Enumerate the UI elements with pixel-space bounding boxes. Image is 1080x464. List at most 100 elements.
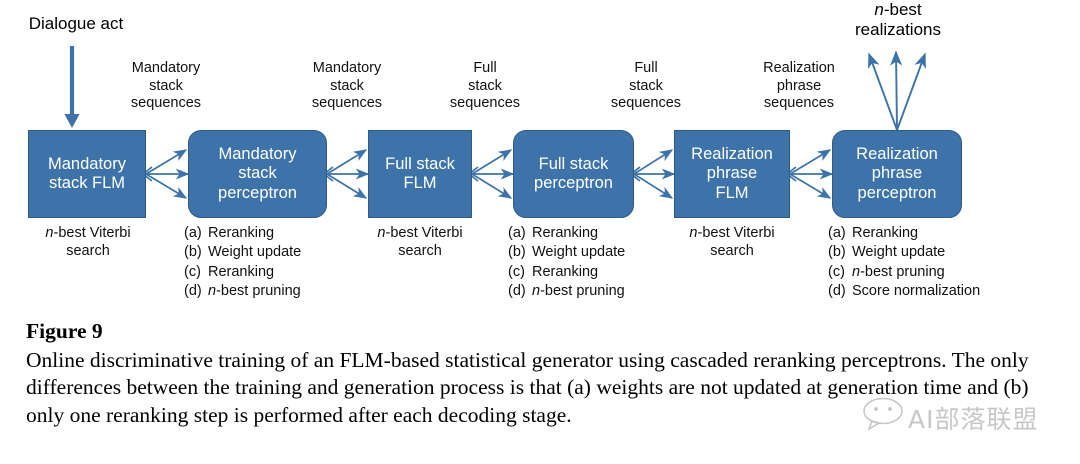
node-line-2: stack (238, 164, 277, 183)
step-marker: (a) (184, 225, 202, 241)
step-marker: (b) (828, 244, 846, 261)
step-text: n-best pruning (208, 283, 301, 300)
step-item: (b) Weight update (184, 243, 301, 262)
step-marker: (d) (184, 283, 202, 300)
flow-label-3-line2: stack (468, 77, 502, 94)
flow-label-2: Mandatory stack sequences (281, 60, 413, 113)
node-full-stack-flm[interactable]: Full stack FLM (368, 130, 472, 218)
node-full-stack-perceptron-label: Full stack perceptron (534, 155, 613, 193)
step-item: (d) Score normalization (828, 282, 980, 301)
step-text: Score normalization (852, 283, 981, 300)
node-realization-phrase-perceptron[interactable]: Realization phrase perceptron (832, 130, 962, 218)
flm-caption-2-line1: n-best Viterbi (377, 225, 463, 241)
step-text: Weight update (532, 244, 626, 261)
flm-caption-1-line1: n-best Viterbi (45, 225, 131, 241)
step-text: Weight update (852, 244, 946, 261)
flm-caption-1-line2: search (66, 243, 110, 260)
step-text: Reranking (532, 225, 599, 241)
flow-label-3-line1: Full (473, 60, 497, 76)
node-mandatory-stack-perceptron[interactable]: Mandatory stack perceptron (188, 130, 327, 218)
step-item: (c) Reranking (508, 263, 625, 282)
steps-mandatory-stack-perceptron: (a) Reranking (b) Weight update (c) Reranking… (184, 224, 301, 302)
node-line-1: Full stack (538, 154, 609, 173)
figure-caption: Figure 9 Online discriminative training … (26, 318, 1066, 429)
step-item: (d) n-best pruning (508, 282, 625, 301)
flow-label-5-line1: Realization (763, 60, 835, 76)
node-realization-phrase-perceptron-label: Realization phrase perceptron (856, 145, 938, 202)
step-text: Reranking (852, 225, 919, 241)
output-fan-arrows (868, 50, 926, 131)
step-marker: (c) (184, 263, 201, 280)
step-marker: (b) (184, 244, 202, 261)
step-marker: (d) (828, 283, 846, 300)
figure-number: Figure 9 (26, 319, 103, 343)
node-line-1: Mandatory (48, 154, 126, 173)
step-text: Reranking (532, 263, 599, 280)
step-text: Reranking (208, 263, 275, 280)
step-text: Reranking (208, 225, 275, 241)
flow-label-3: Full stack sequences (419, 60, 551, 113)
node-mandatory-stack-flm-label: Mandatory stack FLM (48, 155, 126, 193)
node-full-stack-flm-label: Full stack FLM (385, 155, 455, 193)
flow-label-4-line3: sequences (610, 95, 682, 112)
node-realization-phrase-flm[interactable]: Realization phrase FLM (674, 130, 790, 218)
step-text: Weight update (208, 244, 302, 261)
flm-caption-3: n-best Viterbi search (658, 224, 806, 260)
flow-label-2-line3: sequences (311, 95, 383, 112)
flm-caption-3-line2: search (710, 243, 754, 260)
output-label: n-best realizations (818, 0, 978, 41)
node-line-2: phrase (706, 164, 758, 183)
flow-label-1: Mandatory stack sequences (100, 60, 232, 113)
step-item: (c) n-best pruning (828, 263, 980, 282)
steps-full-stack-perceptron: (a)Reranking(b)Weight update(c)Reranking… (508, 224, 625, 302)
step-item: (a) Reranking (184, 224, 301, 243)
step-item: (b) Weight update (828, 243, 980, 262)
step-marker: (c) (828, 263, 845, 280)
node-full-stack-perceptron[interactable]: Full stack perceptron (513, 130, 634, 218)
step-text: n-best pruning (852, 263, 945, 280)
node-line-3: perceptron (218, 183, 297, 202)
node-line-2: phrase (871, 164, 923, 183)
node-line-1: Realization (691, 145, 773, 164)
flow-label-4-line2: stack (629, 77, 663, 94)
step-marker: (c) (508, 263, 525, 280)
fan-arrows-5 (785, 149, 834, 199)
node-line-2: FLM (403, 174, 437, 192)
flow-label-5-line3: sequences (763, 95, 835, 112)
step-marker: (a) (508, 225, 526, 241)
node-mandatory-stack-flm[interactable]: Mandatory stack FLM (28, 130, 146, 218)
flm-caption-1: n-best Viterbi search (14, 224, 162, 260)
flow-label-4: Full stack sequences (580, 60, 712, 113)
flm-caption-3-line1: n-best Viterbi (689, 225, 775, 241)
node-line-1: Realization (856, 145, 938, 164)
node-line-2: perceptron (534, 174, 613, 192)
step-marker: (d) (508, 283, 526, 300)
output-label-line2: realizations (855, 20, 941, 40)
flow-label-5-line2: phrase (776, 77, 822, 94)
flow-label-2-line2: stack (330, 77, 364, 94)
pipeline-diagram: Dialogue act n-best realizations Mandato… (14, 0, 980, 302)
flm-caption-2-line2: search (398, 243, 442, 260)
step-item: (c) Reranking (184, 263, 301, 282)
flow-label-1-line1: Mandatory (131, 60, 201, 76)
steps-realization-phrase-perceptron: (a) Reranking (b) Weight update (c) n-best pr… (828, 224, 980, 302)
input-arrow (64, 46, 80, 128)
fan-arrows-4 (629, 149, 676, 199)
fan-arrows-2 (322, 149, 370, 199)
node-line-3: FLM (715, 183, 749, 202)
node-line-1: Full stack (385, 154, 455, 173)
flm-caption-2: n-best Viterbi search (346, 224, 494, 260)
node-line-2: stack FLM (48, 174, 126, 192)
flow-label-2-line1: Mandatory (312, 60, 382, 76)
node-realization-phrase-flm-label: Realization phrase FLM (691, 145, 773, 202)
step-item: (d) n-best pruning (184, 282, 301, 301)
step-item: (a) Reranking (828, 224, 980, 243)
step-marker: (a) (828, 225, 846, 241)
flow-label-4-line1: Full (634, 60, 658, 76)
input-label: Dialogue act (28, 14, 124, 33)
flow-label-5: Realization phrase sequences (730, 60, 868, 113)
figure-caption-text: Online discriminative training of an FLM… (26, 347, 1029, 427)
step-text: n-best pruning (532, 283, 625, 300)
step-item: (a) Reranking (508, 224, 625, 243)
